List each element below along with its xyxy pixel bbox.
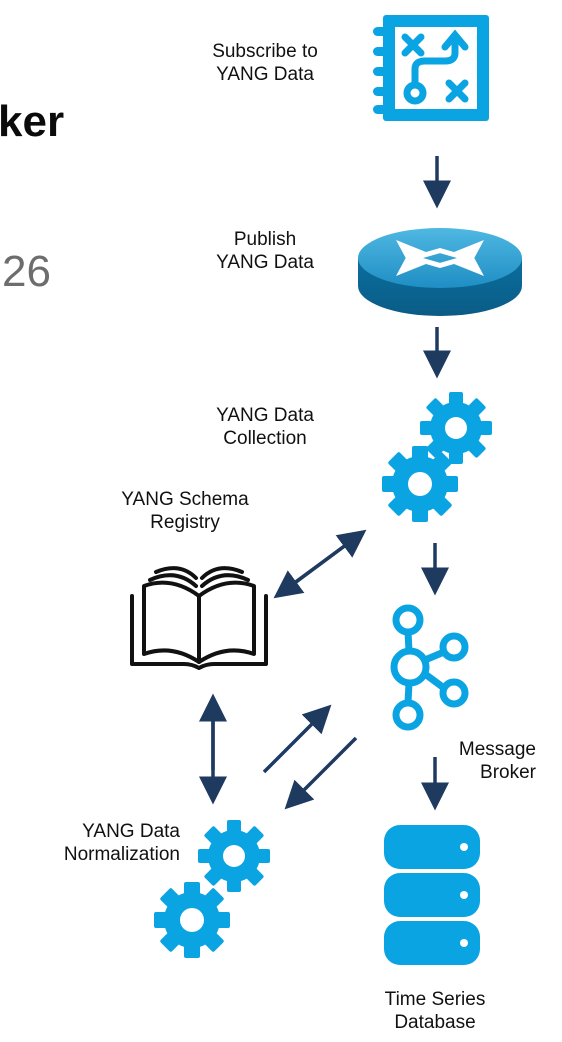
arrow-normalization-to-broker <box>262 704 332 774</box>
strategy-board-icon <box>373 15 489 121</box>
normalization-label: YANG Data Normalization <box>63 821 180 865</box>
arrow-broker-to-normalization <box>284 736 358 810</box>
gears-icon <box>154 820 270 958</box>
slide-number-fragment: 26 <box>2 247 51 296</box>
collection-label: YANG Data Collection <box>216 405 314 449</box>
router-icon <box>358 228 522 316</box>
database-icon <box>384 825 480 965</box>
message-broker-label: Message Broker <box>458 739 536 783</box>
arrow-collection-registry-b <box>273 534 360 599</box>
schema-registry-label: YANG Schema Registry <box>121 489 249 533</box>
kafka-icon <box>390 604 469 731</box>
tsdb-label: Time Series Database <box>384 989 486 1033</box>
open-book-icon <box>130 566 268 670</box>
subscribe-label: Subscribe to YANG Data <box>212 41 318 85</box>
slide-title-fragment: ker <box>0 97 65 146</box>
gears-icon <box>382 392 492 522</box>
publish-label: Publish YANG Data <box>216 229 314 273</box>
